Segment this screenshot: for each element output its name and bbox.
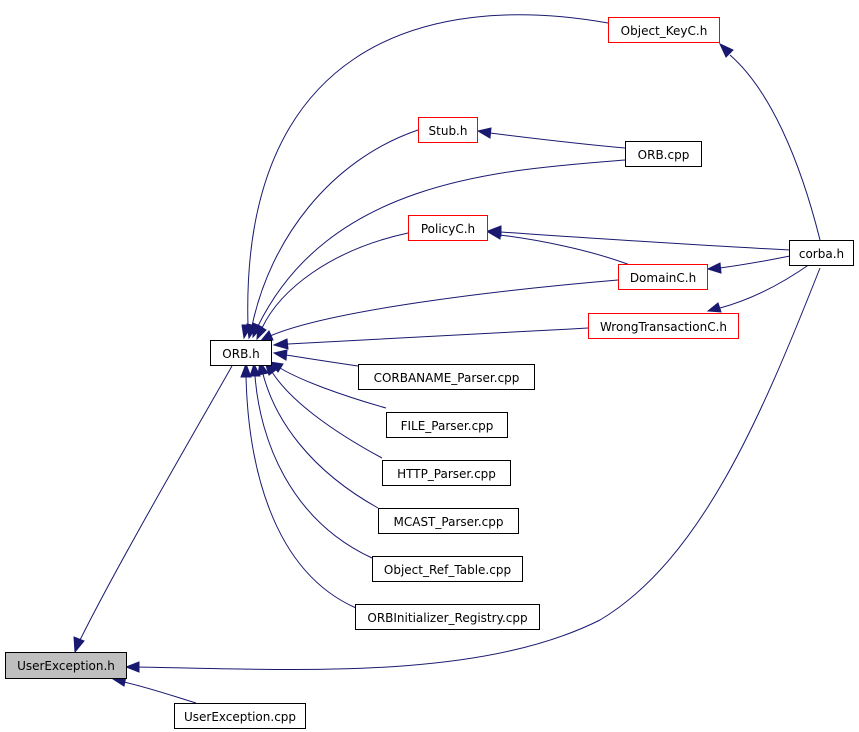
node-policyc-h[interactable]: PolicyC.h [408, 215, 488, 241]
node-label-http-parser-cpp: HTTP_Parser.cpp [397, 467, 496, 481]
node-box-domainc-h [618, 264, 708, 290]
node-stub-h[interactable]: Stub.h [418, 117, 478, 143]
node-box-http-parser-cpp [382, 460, 511, 486]
node-userexception-h[interactable]: UserException.h [5, 652, 127, 679]
node-object-keyc-h[interactable]: Object_KeyC.h [608, 17, 720, 43]
node-domainc-h[interactable]: DomainC.h [618, 264, 708, 290]
arrowhead-domainc-h-from-corba-h [706, 262, 722, 274]
arrowhead-userexception-h-from-corba-h [124, 661, 140, 673]
edge-corba-h-to-wrongtransactionc-h [719, 263, 811, 309]
node-box-stub-h [418, 117, 478, 143]
arrowhead-wrongtransactionc-h-from-corba-h [706, 302, 722, 313]
node-box-policyc-h [408, 215, 488, 241]
edge-orbinitializer-registry-cpp-to-orb-h [245, 375, 357, 609]
edge-orb-cpp-to-orb-h [257, 159, 626, 327]
node-corba-h[interactable]: corba.h [789, 240, 854, 266]
node-box-userexception-h [5, 652, 127, 679]
node-wrongtransactionc-h[interactable]: WrongTransactionC.h [588, 313, 739, 339]
edge-stub-h-to-orb-h [251, 129, 419, 327]
edge-corbaname-parser-cpp-to-orb-h [285, 354, 359, 367]
edge-object-keyc-h-to-orb-h [247, 14, 609, 327]
node-label-file-parser-cpp: FILE_Parser.cpp [401, 419, 494, 433]
arrowhead-orb-h-from-corbaname-parser-cpp [272, 349, 288, 361]
node-label-corba-h: corba.h [799, 247, 844, 261]
node-box-userexception-cpp [174, 703, 306, 729]
arrowhead-object-keyc-h-from-corba-h [718, 42, 734, 58]
arrowhead-stub-h-from-orb-cpp [476, 127, 492, 139]
node-orb-h[interactable]: ORB.h [210, 340, 272, 366]
node-http-parser-cpp[interactable]: HTTP_Parser.cpp [382, 460, 511, 486]
node-label-stub-h: Stub.h [429, 124, 468, 138]
edge-orb-h-to-userexception-h [79, 365, 233, 641]
node-file-parser-cpp[interactable]: FILE_Parser.cpp [386, 412, 508, 438]
node-label-policyc-h: PolicyC.h [421, 222, 475, 236]
node-box-mcast-parser-cpp [378, 508, 519, 534]
edge-corba-h-to-object-keyc-h [729, 54, 821, 241]
graph-nodes: Object_KeyC.h Stub.h ORB.cpp PolicyC.h c… [5, 17, 854, 729]
node-label-userexception-cpp: UserException.cpp [184, 710, 296, 724]
edge-domainc-h-to-orb-h [269, 279, 619, 337]
node-box-orb-cpp [625, 141, 702, 167]
node-userexception-cpp[interactable]: UserException.cpp [174, 703, 306, 729]
node-orbinitializer-registry-cpp[interactable]: ORBInitializer_Registry.cpp [355, 604, 540, 630]
node-box-wrongtransactionc-h [588, 313, 739, 339]
arrowhead-userexception-h-from-orb-h [73, 636, 85, 654]
arrowhead-policyc-h-from-corba-h [486, 225, 502, 237]
edge-corba-h-to-domainc-h [719, 255, 791, 269]
node-corbaname-parser-cpp[interactable]: CORBANAME_Parser.cpp [358, 364, 535, 390]
node-box-object-keyc-h [608, 17, 720, 43]
node-label-object-keyc-h: Object_KeyC.h [621, 24, 708, 38]
arrowhead-orb-h-from-wrongtransactionc-h [272, 338, 289, 350]
node-label-object-ref-table-cpp: Object_Ref_Table.cpp [384, 563, 511, 577]
edge-orb-cpp-to-stub-h [489, 132, 626, 149]
arrowhead-orb-h-from-policyc-h [256, 324, 267, 341]
arrowhead-orb-h-from-object-ref-table-cpp [249, 362, 261, 377]
node-box-orbinitializer-registry-cpp [355, 604, 540, 630]
node-box-orb-h [210, 340, 272, 366]
node-box-corba-h [789, 240, 854, 266]
node-label-orbinitializer-registry-cpp: ORBInitializer_Registry.cpp [367, 611, 527, 625]
node-orb-cpp[interactable]: ORB.cpp [625, 141, 702, 167]
node-box-corbaname-parser-cpp [358, 364, 535, 390]
node-label-userexception-h: UserException.h [17, 659, 115, 673]
edge-file-parser-cpp-to-orb-h [279, 367, 387, 409]
edge-domainc-h-to-policyc-h [499, 234, 631, 266]
node-label-corbaname-parser-cpp: CORBANAME_Parser.cpp [374, 371, 520, 385]
edge-corba-h-to-userexception-h [137, 267, 821, 671]
node-box-file-parser-cpp [386, 412, 508, 438]
node-label-mcast-parser-cpp: MCAST_Parser.cpp [394, 515, 504, 529]
node-label-orb-cpp: ORB.cpp [638, 148, 690, 162]
edge-corba-h-to-policyc-h [499, 231, 791, 251]
node-object-ref-table-cpp[interactable]: Object_Ref_Table.cpp [372, 556, 523, 582]
edge-policyc-h-to-orb-h [261, 232, 409, 329]
node-label-domainc-h: DomainC.h [630, 271, 696, 285]
edge-wrongtransactionc-h-to-orb-h [287, 327, 589, 345]
edge-http-parser-cpp-to-orb-h [271, 371, 383, 459]
node-label-orb-h: ORB.h [222, 347, 259, 361]
edge-mcast-parser-cpp-to-orb-h [262, 373, 379, 509]
edge-userexception-cpp-to-userexception-h [123, 681, 197, 704]
node-mcast-parser-cpp[interactable]: MCAST_Parser.cpp [378, 508, 519, 534]
edge-object-ref-table-cpp-to-orb-h [254, 375, 373, 559]
node-label-wrongtransactionc-h: WrongTransactionC.h [600, 320, 727, 334]
node-box-object-ref-table-cpp [372, 556, 523, 582]
arrowhead-orb-h-from-orbinitializer-registry-cpp [240, 362, 252, 378]
